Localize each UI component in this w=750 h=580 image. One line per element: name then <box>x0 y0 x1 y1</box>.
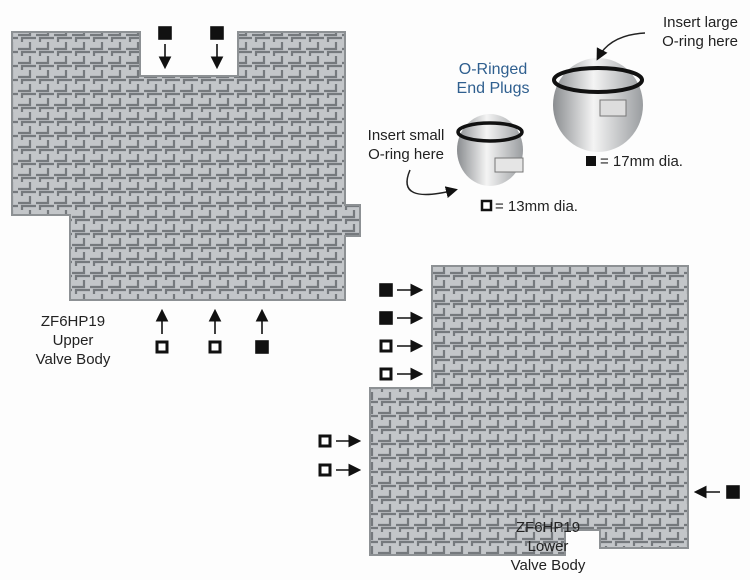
upper-label-line3: Valve Body <box>35 351 111 368</box>
callout-small-line1: Insert small <box>367 127 445 144</box>
small-oring-arrow <box>406 169 458 199</box>
lower-label-line3: Valve Body <box>510 557 586 574</box>
legend-17mm: = 17mm dia. <box>600 153 683 170</box>
small-end-plug-image <box>456 114 524 186</box>
lower-label-line2: Lower <box>527 538 569 555</box>
title-line2: End Plugs <box>456 80 530 97</box>
upper-markers <box>155 26 269 354</box>
legend-13mm: = 13mm dia. <box>495 198 578 215</box>
legend-markers <box>480 156 596 212</box>
large-end-plug-image <box>552 58 644 152</box>
upper-label-line2: Upper <box>52 332 94 349</box>
product-title: O-Ringed End Plugs <box>438 60 548 98</box>
title-line1: O-Ringed <box>458 61 528 78</box>
upper-valve-body-image <box>11 31 361 301</box>
callout-small-line2: O-ring here <box>368 146 444 163</box>
upper-label-line1: ZF6HP19 <box>40 313 106 330</box>
large-oring-callout: Insert large O-ring here <box>630 13 738 51</box>
lower-valve-body-image <box>369 265 689 556</box>
lower-valve-body-label: ZF6HP19 Lower Valve Body <box>493 518 603 575</box>
lower-label-line1: ZF6HP19 <box>515 519 581 536</box>
upper-valve-body-label: ZF6HP19 Upper Valve Body <box>18 312 128 369</box>
callout-large-line1: Insert large <box>662 14 738 31</box>
large-oring-arrow <box>596 32 646 61</box>
small-oring-callout: Insert small O-ring here <box>356 126 456 164</box>
lower-markers <box>318 283 740 499</box>
callout-large-line2: O-ring here <box>662 33 738 50</box>
